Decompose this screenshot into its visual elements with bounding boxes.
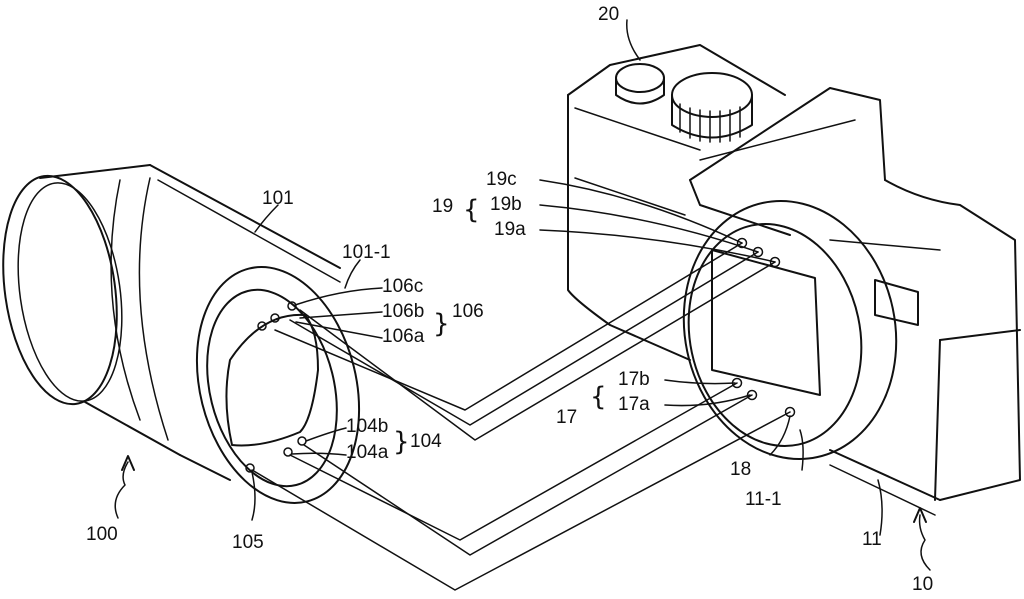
lens-drawing	[2, 164, 361, 504]
label-body-part: 11	[862, 529, 882, 550]
brace-106: }	[433, 309, 450, 339]
brace-104: }	[393, 427, 410, 457]
label-group-104: 104	[410, 431, 442, 452]
camera-drawing	[567, 44, 1021, 516]
label-contact-106a: 106a	[382, 326, 425, 347]
label-contact-19c: 19c	[486, 169, 517, 190]
leader-lines	[251, 19, 883, 536]
label-group-17: 17	[556, 407, 577, 428]
arrow-100	[114, 455, 135, 519]
label-contact-17b: 17b	[618, 369, 650, 390]
label-mount-lens: 101-1	[342, 242, 391, 263]
label-lens-unit: 100	[86, 524, 118, 545]
label-pin-105: 105	[232, 532, 264, 553]
brace-19: {	[463, 195, 480, 225]
label-pin-18: 18	[730, 459, 751, 480]
label-contact-19a: 19a	[494, 219, 526, 240]
arrow-10	[913, 507, 931, 571]
label-camera-body: 10	[912, 574, 933, 595]
label-group-19: 19	[432, 196, 453, 217]
label-contact-19b: 19b	[490, 194, 522, 215]
label-contact-106c: 106c	[382, 276, 423, 297]
label-contact-106b: 106b	[382, 301, 424, 322]
label-button-20: 20	[598, 4, 619, 25]
label-group-106: 106	[452, 301, 484, 322]
label-contact-104a: 104a	[346, 442, 389, 463]
label-contact-17a: 17a	[618, 394, 650, 415]
label-contact-104b: 104b	[346, 416, 388, 437]
connection-lines	[251, 242, 791, 591]
label-lens-barrel: 101	[262, 188, 294, 209]
label-mount-body: 11-1	[745, 489, 782, 510]
brace-17: {	[590, 382, 607, 412]
